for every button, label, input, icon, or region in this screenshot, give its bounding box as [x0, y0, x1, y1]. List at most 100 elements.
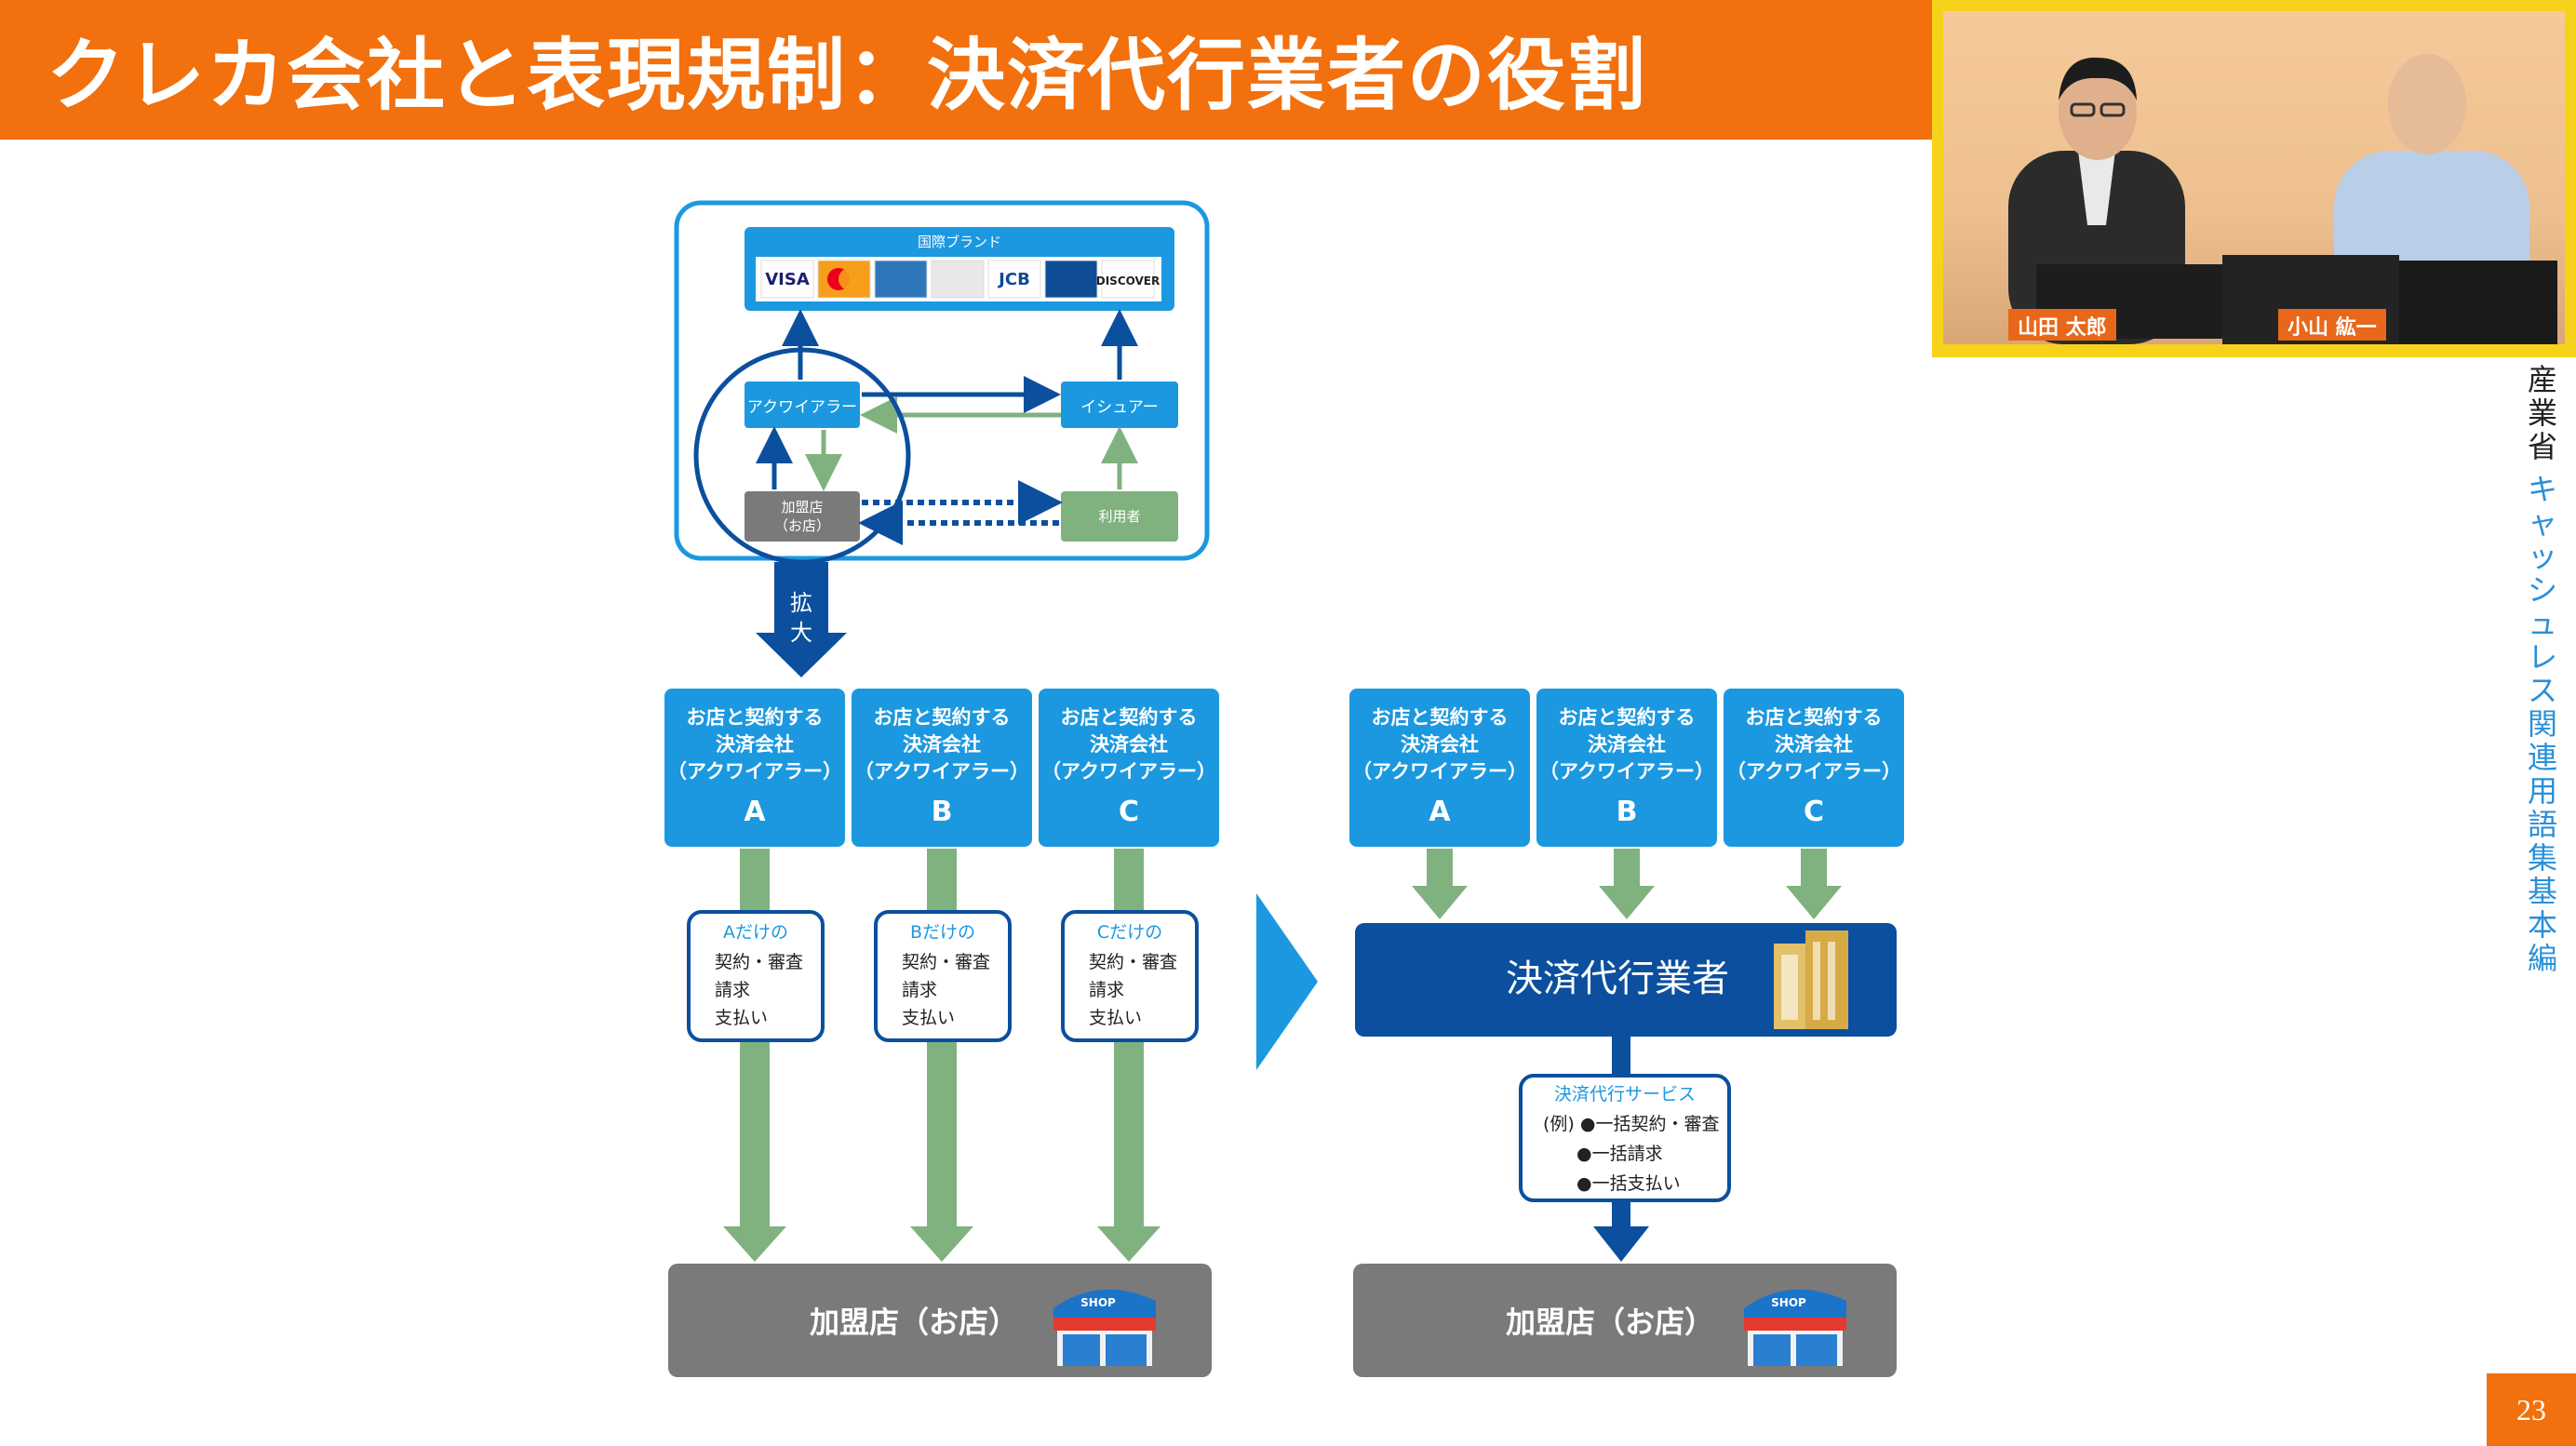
acquirer-box-b — [1536, 689, 1717, 847]
direct-note-line1: 契約・審査 — [902, 952, 990, 972]
acquirer-line1: お店と契約する — [1061, 706, 1198, 729]
short-shaft-b — [1614, 849, 1640, 888]
acquirer-letter: B — [1617, 796, 1638, 828]
laptop-right — [2399, 261, 2557, 344]
svg-text:SHOP: SHOP — [1080, 1296, 1116, 1309]
issuer-node: イシュアー — [1080, 398, 1159, 417]
direct-note-line3: 支払い — [715, 1008, 768, 1028]
flow-arrowhead-b — [910, 1226, 973, 1262]
direct-note-box — [1061, 910, 1199, 1042]
merchant-bar-right: 加盟店（お店） — [1506, 1305, 1714, 1340]
acquirer-letter: C — [1804, 796, 1824, 828]
brand-logo-0 — [760, 260, 814, 299]
acquirer-box-a — [1349, 689, 1530, 847]
short-arrowhead-c — [1786, 886, 1842, 919]
video-feed: 山田 太郎 小山 紘一 — [1932, 0, 2576, 357]
left-scenario: お店と契約する決済会社（アクワイアラー）Aお店と契約する決済会社（アクワイアラー… — [664, 689, 1219, 1377]
psp-label: 決済代行業者 — [1506, 957, 1729, 1000]
acquirer-letter: A — [744, 796, 766, 828]
acquirer-line2: 決済会社 — [1401, 733, 1479, 756]
direct-note-box — [874, 910, 1012, 1042]
direct-note-head: Bだけの — [910, 922, 975, 943]
right-flow-arrows — [1412, 849, 1842, 919]
short-arrowhead-b — [1599, 886, 1655, 919]
acquirer-line2: 決済会社 — [903, 733, 981, 756]
brand-logo-text-4: JCB — [997, 270, 1030, 289]
expand-char-2: 大 — [790, 620, 812, 646]
brand-label: 国際ブランド — [918, 234, 1001, 250]
acquirer-letter: A — [1429, 796, 1451, 828]
direct-note-line2: 請求 — [1089, 980, 1124, 1000]
shop-icon-left: SHOP — [1053, 1289, 1156, 1366]
acquirer-letter: C — [1119, 796, 1139, 828]
short-shaft-a — [1427, 849, 1453, 888]
brand-logo-5 — [1044, 260, 1098, 299]
acquirer-line3: （アクワイアラー） — [1352, 760, 1527, 783]
right-scenario: お店と契約する決済会社（アクワイアラー）Aお店と契約する決済会社（アクワイアラー… — [1349, 689, 1904, 1377]
brand-logos: VISA JCB DISCOVER — [760, 260, 1160, 299]
acquirer-line3: （アクワイアラー） — [1726, 760, 1901, 783]
nameplate-right: 小山 紘一 — [2278, 309, 2386, 341]
brand-logo-2 — [874, 260, 928, 299]
merchant-bar-left: 加盟店（お店） — [810, 1305, 1018, 1340]
nameplate-left: 山田 太郎 — [2008, 309, 2116, 341]
direct-note-head: Aだけの — [723, 922, 788, 943]
direct-note-line2: 請求 — [715, 980, 750, 1000]
brand-logo-text-0: VISA — [765, 270, 810, 289]
brand-logo-3 — [931, 260, 985, 299]
user-node: 利用者 — [1098, 508, 1140, 525]
direct-note-line1: 契約・審査 — [715, 952, 803, 972]
page-number: 23 — [2487, 1373, 2576, 1446]
expand-char-1: 拡 — [790, 590, 812, 616]
short-shaft-c — [1801, 849, 1827, 888]
psp-service-1: (例) ●一括契約・審査 — [1543, 1114, 1719, 1134]
short-arrowhead-a — [1412, 886, 1468, 919]
brand-logo-text-6: DISCOVER — [1096, 274, 1160, 288]
building-icon — [1774, 931, 1848, 1029]
acquirer-line3: （アクワイアラー） — [1041, 760, 1216, 783]
acquirer-node: アクワイアラー — [747, 398, 857, 417]
title-bar: クレカ会社と表現規制：決済代行業者の役割 — [0, 0, 1936, 140]
direct-note-line2: 請求 — [902, 980, 937, 1000]
acquirer-line1: お店と契約する — [687, 706, 824, 729]
acquirer-letter: B — [932, 796, 953, 828]
mastercard-circle-orange — [839, 268, 861, 290]
acquirer-box-b — [852, 689, 1032, 847]
merchant-node-line1: 加盟店 — [781, 499, 823, 515]
acquirer-line1: お店と契約する — [1559, 706, 1696, 729]
acquirer-line2: 決済会社 — [716, 733, 794, 756]
flow-arrowhead-c — [1097, 1226, 1161, 1262]
shop-icon-right: SHOP — [1744, 1289, 1846, 1366]
acquirer-box-c — [1724, 689, 1904, 847]
direct-note-head: Cだけの — [1097, 922, 1162, 943]
overview-diagram: 国際ブランド VISA JCB DISCOVER アクワイアラー イシュアー 加盟店… — [674, 200, 1210, 565]
side-caption: 産業省 キャッシュレス関連用語集 基本編 — [2524, 362, 2576, 976]
acquirer-line1: お店と契約する — [1746, 706, 1883, 729]
direct-note-line3: 支払い — [902, 1008, 955, 1028]
side-caption-black: 産業省 — [2527, 362, 2557, 464]
side-caption-blue: キャッシュレス関連用語集 基本編 — [2527, 472, 2576, 976]
acquirer-line2: 決済会社 — [1588, 733, 1666, 756]
acquirer-line2: 決済会社 — [1775, 733, 1853, 756]
acquirer-line2: 決済会社 — [1090, 733, 1168, 756]
expand-arrow: 拡 大 — [756, 562, 847, 677]
psp-service-2: ●一括請求 — [1576, 1144, 1663, 1164]
right-acquirer-boxes: お店と契約する決済会社（アクワイアラー）Aお店と契約する決済会社（アクワイアラー… — [1349, 689, 1904, 847]
psp-service-3: ●一括支払い — [1576, 1173, 1681, 1194]
svg-text:SHOP: SHOP — [1771, 1296, 1806, 1309]
acquirer-box-a — [664, 689, 845, 847]
direct-note-line3: 支払い — [1089, 1008, 1142, 1028]
acquirer-line3: （アクワイアラー） — [667, 760, 842, 783]
brand-logo-4 — [987, 260, 1041, 299]
slide-title: クレカ会社と表現規制：決済代行業者の役割 — [47, 30, 1648, 121]
flow-arrowhead-a — [723, 1226, 786, 1262]
direct-note-line1: 契約・審査 — [1089, 952, 1177, 972]
video-frame: 山田 太郎 小山 紘一 — [1943, 11, 2565, 344]
brand-logo-6 — [1101, 260, 1155, 299]
acquirer-box-c — [1039, 689, 1219, 847]
psp-service-head: 決済代行サービス — [1554, 1084, 1696, 1105]
acquirer-line1: お店と契約する — [874, 706, 1011, 729]
left-acquirer-boxes: お店と契約する決済会社（アクワイアラー）Aお店と契約する決済会社（アクワイアラー… — [664, 689, 1219, 847]
